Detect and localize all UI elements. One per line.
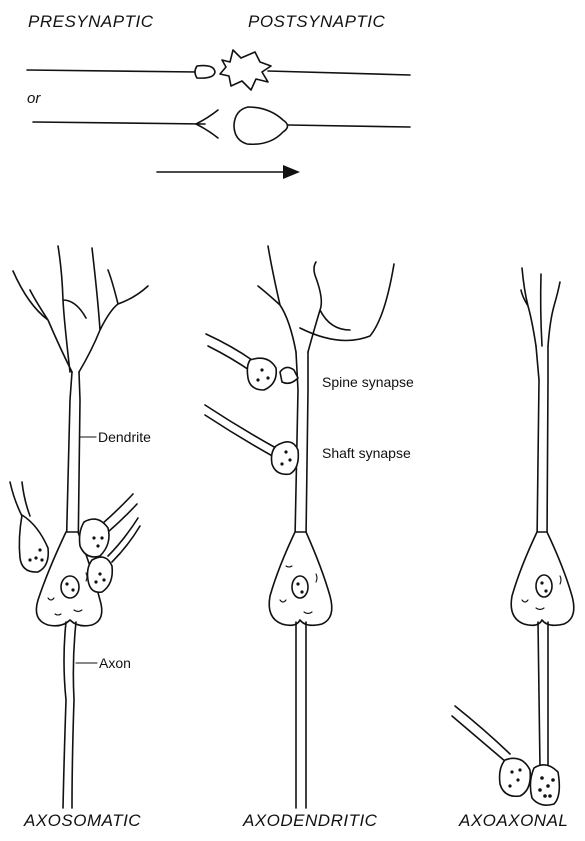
synapse-schematic-row-1	[27, 50, 410, 90]
shaft-synapse-label: Shaft synapse	[322, 445, 411, 461]
spine-bouton	[247, 358, 276, 390]
nucleus	[61, 576, 79, 598]
presynaptic-axon-line	[27, 70, 198, 72]
spine-synapse-label: Spine synapse	[322, 374, 414, 390]
dendrite-trunk	[536, 346, 539, 542]
presynaptic-bouton	[500, 758, 531, 796]
axosomatic-caption: AXOSOMATIC	[23, 811, 141, 830]
direction-arrow	[157, 165, 300, 179]
dendritic-spine	[280, 367, 298, 383]
postsynaptic-soma	[234, 107, 288, 144]
synapse-schematic-row-2	[33, 107, 410, 144]
postsynaptic-axon-line	[268, 71, 410, 75]
postsynaptic-cell	[220, 50, 271, 90]
axon-initial-segment	[530, 765, 559, 805]
axodendritic-neuron	[205, 246, 394, 808]
shaft-bouton	[272, 442, 299, 474]
axoaxonal-neuron	[452, 268, 574, 805]
nucleus	[536, 575, 552, 597]
dendrite-label: Dendrite	[98, 429, 151, 445]
postsynaptic-label: POSTSYNAPTIC	[248, 12, 386, 31]
postsynaptic-axon-line-2	[288, 125, 410, 127]
axosomatic-neuron	[10, 246, 148, 808]
presynaptic-axon-line-2	[33, 122, 205, 124]
axon-label: Axon	[99, 655, 131, 671]
or-label: or	[27, 90, 41, 107]
presynaptic-bouton	[19, 515, 48, 572]
axodendritic-caption: AXODENDRITIC	[242, 811, 378, 830]
presynaptic-terminal	[195, 66, 215, 79]
axoaxonal-caption: AXOAXONAL	[458, 811, 568, 830]
nucleus	[292, 576, 308, 598]
presynaptic-label: PRESYNAPTIC	[28, 12, 154, 31]
